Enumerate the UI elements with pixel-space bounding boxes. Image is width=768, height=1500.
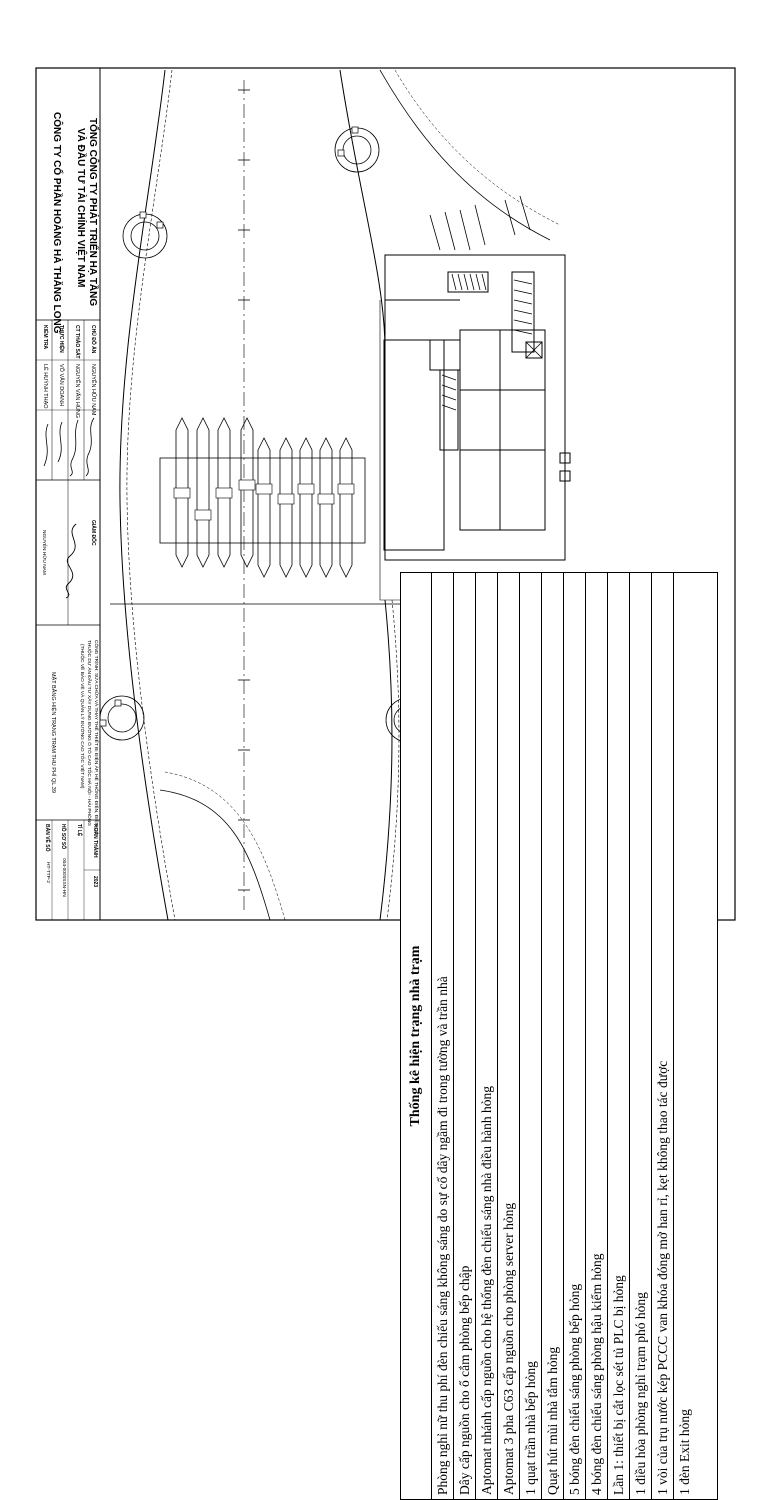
director-signature-icon <box>65 523 77 599</box>
table-row: Aptomat nhánh cấp nguồn cho hệ thống đèn… <box>476 573 498 1499</box>
scale-label: TỈ LỆ <box>76 824 82 837</box>
table-row: Aptomat 3 pha C63 cấp nguồn cho phòng se… <box>498 573 520 1499</box>
drawing-sheet: Thống kê hiện trạng nhà trạm Phòng nghỉ … <box>35 67 736 1500</box>
table-row: 1 điều hòa phòng nghỉ trạm phó hỏng <box>630 573 652 1499</box>
project-line-2: THUỘC DỰ ÁN ĐẦU TƯ XÂY DỰNG ĐƯỜNG Ô TÔ C… <box>86 640 91 826</box>
role-label: KIỂM TRA <box>42 325 48 350</box>
table-title: Thống kê hiện trạng nhà trạm <box>401 573 432 1499</box>
person-name: LÊ HUỲNH THẠO <box>42 364 48 409</box>
table-row: Lần 1: thiết bị cắt lọc sét tủ PLC bị hỏ… <box>608 573 630 1499</box>
role-label: CT THẢO SÁT <box>74 325 80 359</box>
table-row: 1 vòi của trụ nước kép PCCC van khóa đón… <box>652 573 674 1499</box>
table-row: 4 bóng đèn chiếu sáng phòng hậu kiểm hỏn… <box>586 573 608 1499</box>
drawing-number: 004-0000SSN-HN <box>61 858 66 897</box>
director-label: GIÁM ĐỐC <box>90 520 96 546</box>
table-row: 1 đèn Exit hỏng <box>677 1409 692 1495</box>
sheet-name: MẶT BẰNG HIỆN TRẠNG TRẠM THU PHÍ QL.39 <box>50 672 56 793</box>
role-label: CHỦ ĐỒ ÁN <box>90 325 96 354</box>
table-row: Dây cấp nguồn cho ổ cắm phòng bếp chập <box>454 573 476 1499</box>
project-line-1: CÔNG TRÌNH: SỬA CHỮA VÀ THAY THẾ THIẾT B… <box>93 640 98 836</box>
status-survey-table: Thống kê hiện trạng nhà trạm Phòng nghỉ … <box>400 572 718 1500</box>
table-row: Phòng nghỉ nữ thu phí đèn chiếu sáng khô… <box>432 573 454 1499</box>
site-plan-drawing <box>35 67 736 921</box>
role-label: THỰC HIỆN <box>58 325 64 353</box>
table-row: 5 bóng đèn chiếu sáng phòng bếp hỏng <box>564 573 586 1499</box>
signature-icon <box>43 417 95 477</box>
year-value: 2023 <box>92 876 98 888</box>
person-name: NGUYỄN HỮU NAM <box>90 364 96 416</box>
year-label: HOÀN THÀNH <box>92 824 98 858</box>
company-name-line-1: TỔNG CÔNG TY PHÁT TRIỂN HẠ TẦNG <box>87 118 98 307</box>
company-name-contractor: CÔNG TY CỔ PHẦN HOÀNG HÀ THĂNG LONG <box>51 112 62 334</box>
table-row: Quạt hút mùi nhà tắm hỏng <box>542 573 564 1499</box>
table-row: 1 quạt trần nhà bếp hỏng <box>520 573 542 1499</box>
company-name-line-2: VÀ ĐẦU TƯ TÀI CHÍNH VIỆT NAM <box>75 128 86 288</box>
sheet-number-label: BẢN VẼ SỐ <box>44 824 50 852</box>
person-name: VÕ VĂN DOANH <box>58 364 64 407</box>
sheet-number: HT-TTP-2 <box>45 862 50 884</box>
director-name: NGUYỄN HỮU NAM <box>41 530 46 575</box>
drawing-number-label: HỒ SƠ SỐ <box>60 824 66 850</box>
project-line-3: (THUỘC VỀ BẢO VỆ VÀ QUẢN LÝ ĐƯỜNG CAO TỐ… <box>79 644 84 789</box>
